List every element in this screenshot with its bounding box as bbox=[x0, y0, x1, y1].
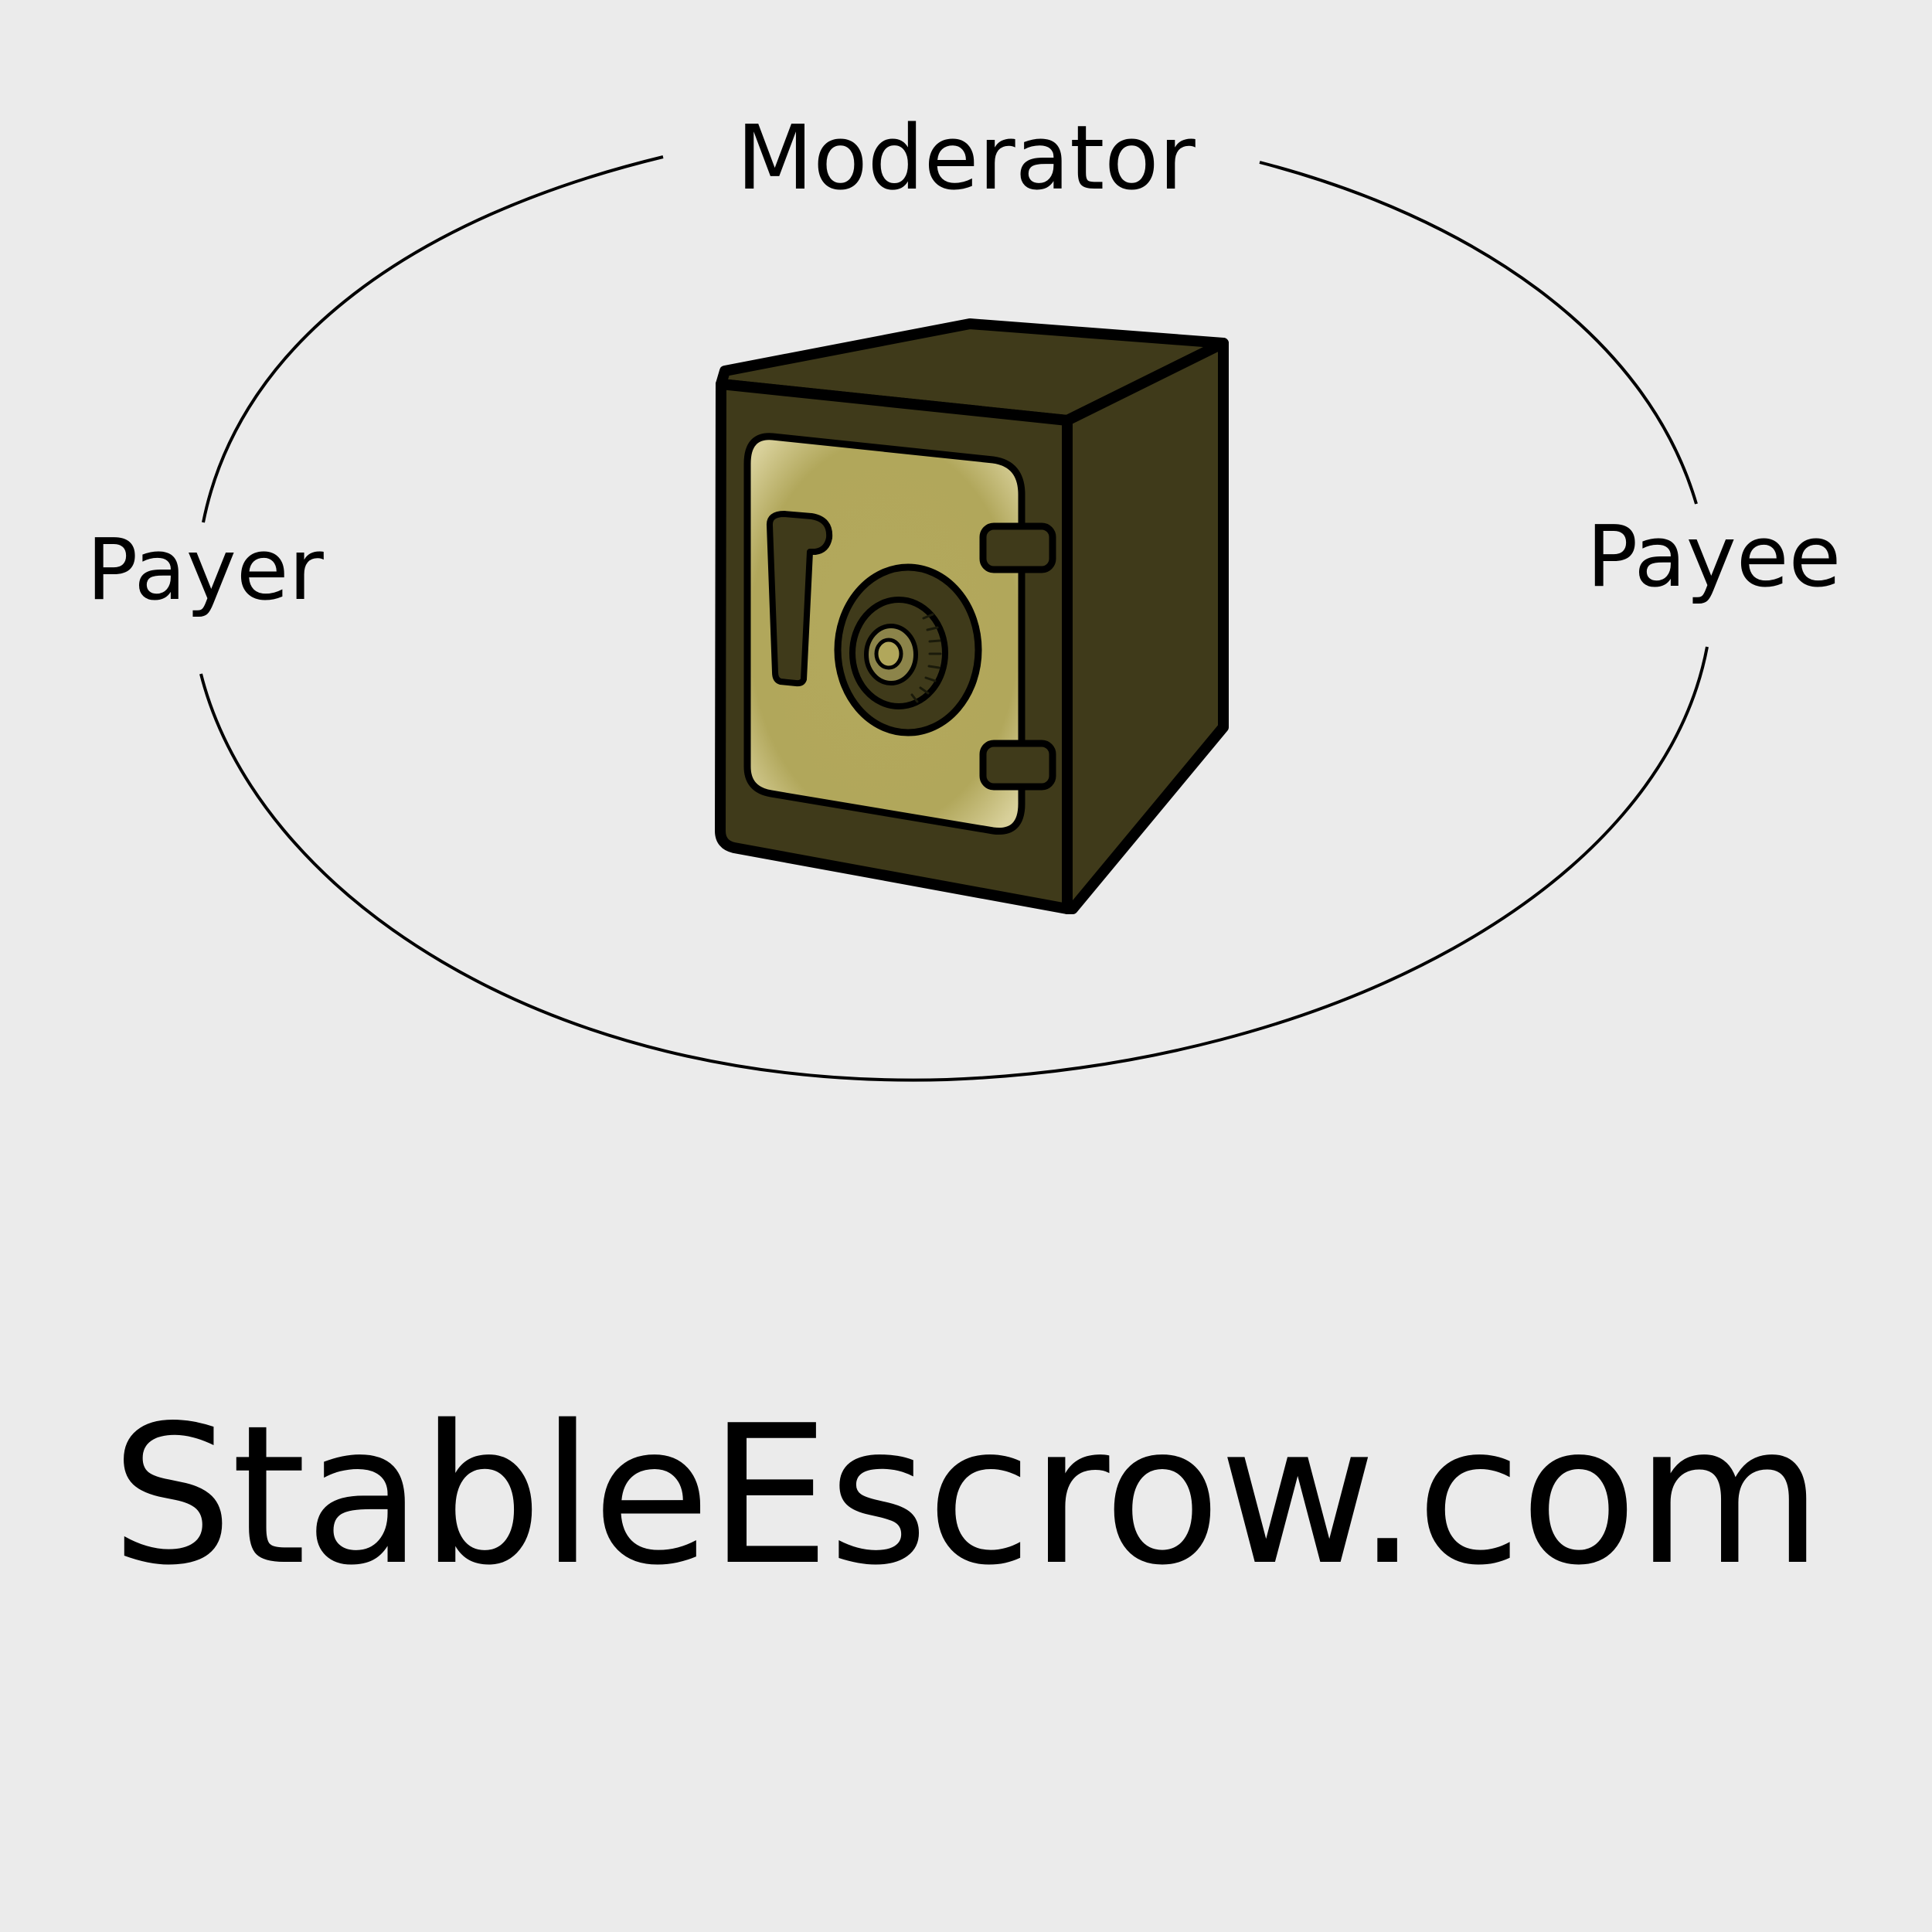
moderator-label: Moderator bbox=[736, 107, 1196, 210]
safe-right-side bbox=[1062, 338, 1229, 914]
ellipse-arc-top-right bbox=[1259, 161, 1698, 505]
ellipse-arc-top-left bbox=[202, 155, 664, 523]
safe-hinge-top bbox=[979, 522, 1056, 573]
ellipse-arc-bottom bbox=[199, 646, 1709, 1082]
site-title: StableEscrow.com bbox=[111, 1385, 1823, 1607]
safe-dial-ticks bbox=[910, 613, 942, 703]
payer-label: Payer bbox=[87, 520, 324, 619]
cycle-ellipse bbox=[199, 155, 1709, 1082]
safe-hinge-bottom bbox=[979, 740, 1056, 791]
payee-label: Payee bbox=[1587, 507, 1842, 606]
safe-handle bbox=[766, 511, 833, 687]
safe-icon bbox=[715, 318, 1229, 914]
safe-dial-center bbox=[874, 638, 903, 670]
